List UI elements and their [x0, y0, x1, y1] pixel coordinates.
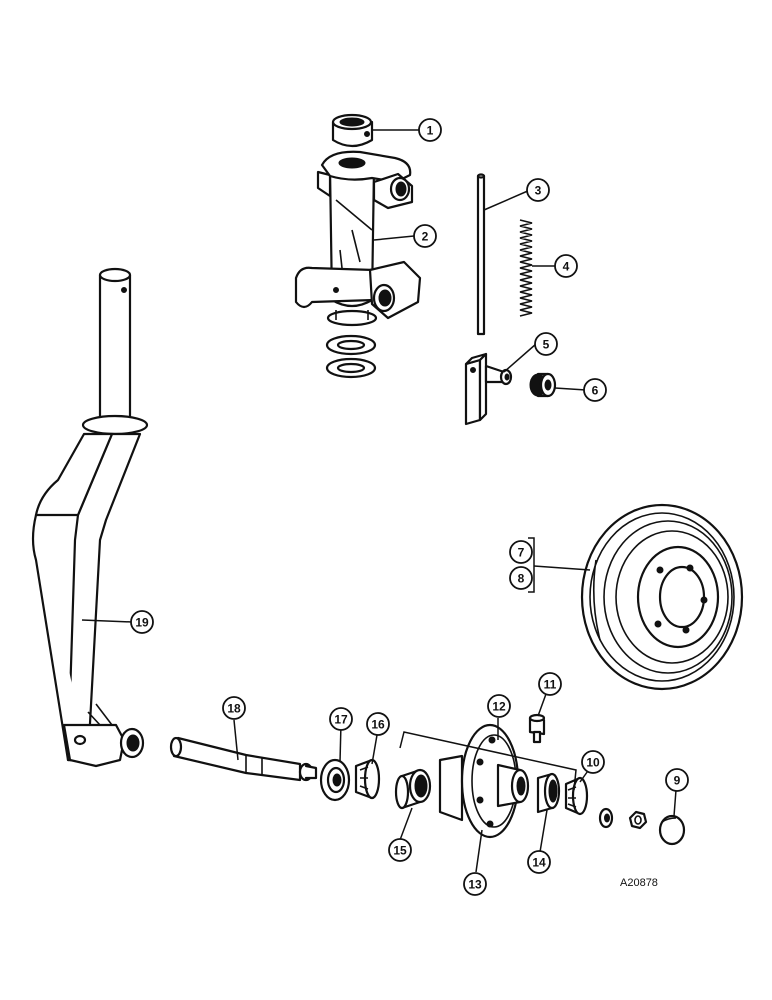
callout-circle [527, 850, 551, 874]
bracket-7-8 [528, 537, 535, 593]
callout-8: 8 [509, 566, 533, 590]
callout-number: 14 [532, 856, 546, 870]
callout-2: 2 [413, 224, 437, 248]
part-rod [476, 173, 486, 336]
callout-number: 9 [674, 774, 681, 788]
callout-14: 14 [527, 850, 551, 874]
part-cone-bearing-outer [564, 776, 589, 816]
callout-circle [130, 610, 154, 634]
callout-18: 18 [222, 696, 246, 720]
callout-6: 6 [583, 378, 607, 402]
callout-circle [554, 254, 578, 278]
callout-number: 15 [393, 844, 407, 858]
callout-number: 12 [492, 700, 506, 714]
callout-circle [665, 768, 689, 792]
callout-circle [534, 332, 558, 356]
callout-9: 9 [665, 768, 689, 792]
callout-3: 3 [526, 178, 550, 202]
part-lever-arm [464, 352, 513, 426]
part-caster-arm [31, 267, 149, 768]
callout-circle [222, 696, 246, 720]
callout-number: 19 [135, 616, 149, 630]
part-cone-bearing-inner [354, 758, 381, 800]
part-washer-and-nut [598, 807, 648, 830]
callout-4: 4 [554, 254, 578, 278]
callout-number: 10 [586, 756, 600, 770]
callout-number: 5 [543, 338, 550, 352]
callout-circle [463, 872, 487, 896]
part-bolt [528, 713, 546, 744]
part-bearing-cup-outer [536, 772, 561, 814]
part-spindle-axle [169, 736, 318, 782]
part-dust-cap [658, 814, 686, 846]
callout-7: 7 [509, 540, 533, 564]
part-bearing-cup-inner [394, 768, 432, 810]
reference-code: A20878 [620, 877, 658, 889]
callout-5: 5 [534, 332, 558, 356]
callout-number: 3 [535, 184, 542, 198]
callout-circle [509, 540, 533, 564]
callout-number: 18 [227, 702, 241, 716]
callout-number: 13 [468, 878, 482, 892]
callout-number: 17 [334, 713, 348, 727]
callout-number: 8 [518, 572, 525, 586]
callout-15: 15 [388, 838, 412, 862]
part-hub [438, 723, 530, 839]
part-collar [331, 113, 374, 148]
callout-13: 13 [463, 872, 487, 896]
callout-1: 1 [418, 118, 442, 142]
part-bushing [529, 372, 557, 398]
callout-circle [487, 694, 511, 718]
callout-10: 10 [581, 750, 605, 774]
callout-circle [583, 378, 607, 402]
callout-circle [526, 178, 550, 202]
callout-circle [366, 712, 390, 736]
callout-circle [329, 707, 353, 731]
callout-17: 17 [329, 707, 353, 731]
callout-circle [418, 118, 442, 142]
callout-11: 11 [538, 672, 562, 696]
callout-number: 6 [592, 384, 599, 398]
callout-number: 1 [427, 124, 434, 138]
leader-lines [81, 129, 677, 873]
part-thrust-washers [325, 334, 377, 379]
callout-number: 11 [544, 678, 557, 692]
part-spring [519, 219, 533, 317]
callout-12: 12 [487, 694, 511, 718]
callout-circle [538, 672, 562, 696]
callout-number: 7 [518, 546, 525, 560]
callout-circle [413, 224, 437, 248]
callout-number: 2 [422, 230, 429, 244]
part-seal [319, 758, 351, 802]
callout-circle [509, 566, 533, 590]
callout-16: 16 [366, 712, 390, 736]
callout-number: 16 [371, 718, 385, 732]
callout-circle [388, 838, 412, 862]
part-wheel-rim [580, 503, 744, 691]
bracket-12 [399, 731, 577, 791]
part-spindle-housing [294, 150, 422, 327]
callout-circle [581, 750, 605, 774]
callout-19: 19 [130, 610, 154, 634]
callout-number: 4 [563, 260, 570, 274]
